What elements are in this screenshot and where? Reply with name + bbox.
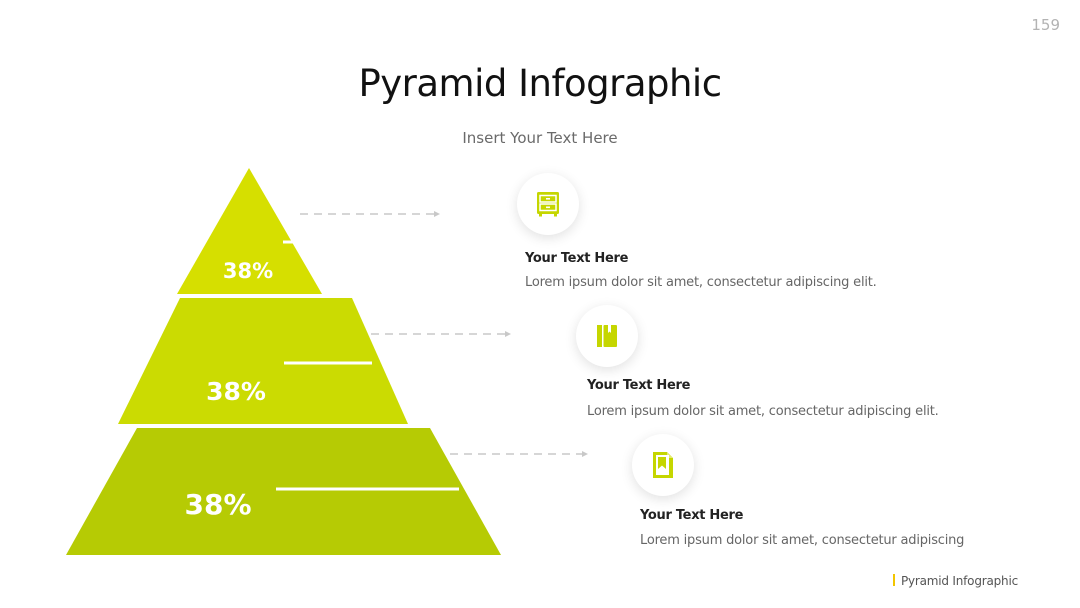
item-1-icon-circle	[517, 173, 579, 235]
pyramid-level-1	[177, 168, 322, 294]
item-1-heading: Your Text Here	[525, 251, 629, 266]
item-3-icon-circle	[632, 434, 694, 496]
connector-2-arrowhead	[505, 331, 511, 337]
pyramid-level-2	[118, 298, 408, 424]
cabinet-icon	[537, 192, 559, 217]
item-2-description: Lorem ipsum dolor sit amet, consectetur …	[587, 404, 939, 419]
page-title: Pyramid Infographic	[358, 62, 722, 105]
footer-label: Pyramid Infographic	[900, 574, 1018, 588]
connector-3-arrowhead	[582, 451, 588, 457]
page-number: 159	[1031, 16, 1060, 34]
item-2-icon-circle	[576, 305, 638, 367]
item-1-description: Lorem ipsum dolor sit amet, consectetur …	[525, 275, 877, 290]
footer: Pyramid Infographic	[892, 574, 1018, 588]
connector-1-arrowhead	[434, 211, 440, 217]
item-2-heading: Your Text Here	[587, 378, 691, 393]
page-subtitle: Insert Your Text Here	[462, 129, 618, 147]
level-3-percent: 38%	[184, 488, 251, 521]
footer-accent-bar	[892, 574, 895, 586]
notebook-icon	[597, 325, 617, 347]
level-2-percent: 38%	[206, 377, 266, 406]
item-3-heading: Your Text Here	[640, 508, 744, 523]
level-1-percent: 38%	[223, 259, 273, 283]
item-3-description: Lorem ipsum dolor sit amet, consectetur …	[640, 533, 965, 548]
bookmark-document-icon	[653, 452, 673, 478]
pyramid-level-3	[66, 428, 501, 555]
